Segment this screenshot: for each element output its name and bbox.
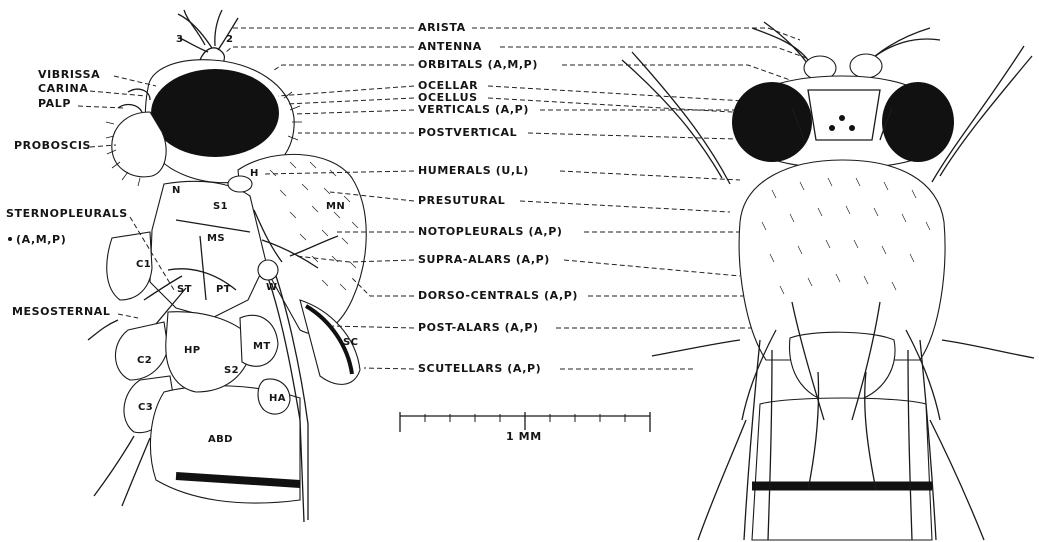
lateral-coxa-2 bbox=[115, 322, 168, 380]
dorsal-eye-left bbox=[732, 82, 812, 162]
lateral-wing-base bbox=[258, 260, 278, 280]
lateral-hypopleura bbox=[166, 312, 252, 392]
label-proboscis: PROBOSCIS bbox=[14, 139, 91, 152]
part-s1: S1 bbox=[213, 201, 228, 212]
part-ha: HA bbox=[269, 393, 286, 404]
part-sc: SC bbox=[343, 337, 358, 348]
label-orbitals: ORBITALS (A,M,P) bbox=[418, 58, 538, 71]
label-sternopleurals-sub: (A,M,P) bbox=[16, 233, 66, 246]
label-post-alars: POST-ALARS (A,P) bbox=[418, 321, 539, 334]
label-arista: ARISTA bbox=[418, 21, 466, 34]
part-seg3: 3 bbox=[176, 34, 183, 45]
part-seg2: 2 bbox=[226, 34, 233, 45]
label-dorso-centrals: DORSO-CENTRALS (A,P) bbox=[418, 289, 578, 302]
dorsal-view bbox=[622, 22, 1034, 540]
dorsal-antenna-right bbox=[850, 54, 882, 78]
label-scutellars: SCUTELLARS (A,P) bbox=[418, 362, 541, 375]
part-c1: C1 bbox=[136, 259, 151, 270]
lateral-compound-eye bbox=[151, 69, 279, 157]
part-abd: ABD bbox=[208, 434, 233, 445]
label-presutural: PRESUTURAL bbox=[418, 194, 505, 207]
part-h: H bbox=[250, 168, 259, 179]
label-antenna: ANTENNA bbox=[418, 40, 482, 53]
label-humerals: HUMERALS (U,L) bbox=[418, 164, 529, 177]
label-notopleurals: NOTOPLEURALS (A,P) bbox=[418, 225, 563, 238]
scale-bar: 1 MM bbox=[400, 412, 650, 443]
dorsal-ocellus bbox=[839, 115, 845, 121]
label-sternopleurals: STERNOPLEURALS bbox=[6, 207, 128, 220]
dorsal-eye-right bbox=[882, 82, 954, 162]
label-postvertical: POSTVERTICAL bbox=[418, 126, 517, 139]
label-palp: PALP bbox=[38, 97, 71, 110]
dorsal-aristae bbox=[752, 22, 940, 70]
label-vibrissa: VIBRISSA bbox=[38, 68, 100, 81]
part-hp: HP bbox=[184, 345, 201, 356]
part-w: W bbox=[266, 282, 277, 293]
lateral-humerus bbox=[228, 176, 252, 192]
part-st: ST bbox=[177, 284, 192, 295]
dorsal-thorax bbox=[739, 160, 945, 360]
part-c3: C3 bbox=[138, 402, 153, 413]
lateral-view bbox=[88, 10, 366, 522]
label-mesosternal: MESOSTERNAL bbox=[12, 305, 110, 318]
label-supra-alars: SUPRA-ALARS (A,P) bbox=[418, 253, 550, 266]
label-verticals: VERTICALS (A,P) bbox=[418, 103, 529, 116]
part-s2: S2 bbox=[224, 365, 239, 376]
dorsal-scutellum bbox=[789, 332, 895, 404]
label-carina: CARINA bbox=[38, 82, 88, 95]
part-mt: MT bbox=[253, 341, 271, 352]
part-ms: MS bbox=[207, 233, 225, 244]
part-pt: PT bbox=[216, 284, 231, 295]
dorsal-abdomen bbox=[752, 398, 932, 540]
part-n: N bbox=[172, 185, 181, 196]
part-c2: C2 bbox=[137, 355, 152, 366]
part-mn: MN bbox=[326, 201, 345, 212]
lateral-pleura bbox=[150, 181, 266, 318]
scale-label: 1 MM bbox=[506, 430, 542, 443]
